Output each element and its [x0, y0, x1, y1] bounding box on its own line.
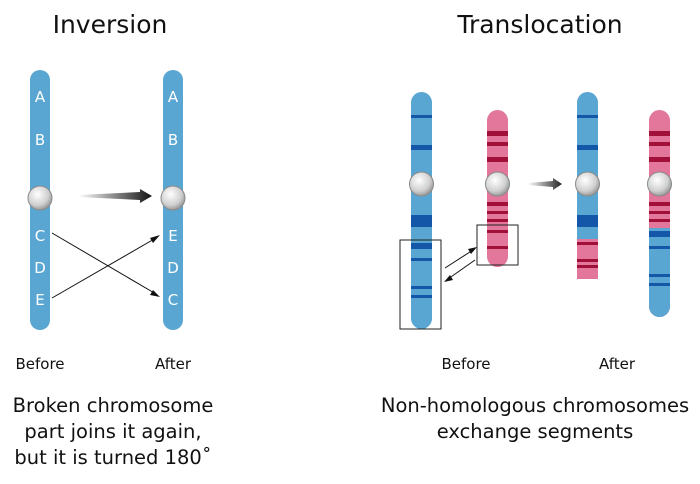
- translocation-before-label: Before: [431, 355, 501, 373]
- centromere-icon: [410, 172, 434, 196]
- caption-line: but it is turned 180˚: [0, 445, 226, 471]
- gene-label: A: [35, 88, 46, 106]
- centromere-icon: [28, 186, 52, 210]
- inversion-after-chromosome: A B E D C: [161, 70, 185, 330]
- caption-line: part joins it again,: [0, 419, 226, 445]
- caption-line: Non-homologous chromosomes: [370, 393, 700, 419]
- gene-label: E: [168, 227, 177, 245]
- gene-label: C: [168, 291, 178, 309]
- gene-label: D: [34, 259, 46, 277]
- gene-label: E: [35, 291, 44, 309]
- inversion-caption: Broken chromosome part joins it again, b…: [0, 393, 226, 471]
- centromere-icon: [161, 186, 185, 210]
- inversion-before-label: Before: [5, 355, 75, 373]
- caption-line: Broken chromosome: [0, 393, 226, 419]
- gene-label: C: [35, 227, 45, 245]
- gene-label: D: [167, 259, 179, 277]
- centromere-icon: [576, 172, 600, 196]
- inversion-cross-arrows-icon: [52, 233, 160, 298]
- translocation-after-pink-chromosome: [648, 110, 672, 317]
- translocation-before-blue-chromosome: [410, 92, 434, 329]
- exchange-arrows-icon: [444, 247, 477, 282]
- caption-line: exchange segments: [370, 419, 700, 445]
- inversion-after-label: After: [138, 355, 208, 373]
- translocation-after-label: After: [582, 355, 652, 373]
- right-arrow-icon: [528, 178, 562, 190]
- right-arrow-icon: [78, 189, 152, 203]
- translocation-after-blue-chromosome: [576, 92, 600, 279]
- translocation-caption: Non-homologous chromosomes exchange segm…: [370, 393, 700, 445]
- centromere-icon: [648, 172, 672, 196]
- centromere-icon: [486, 172, 510, 196]
- gene-label: B: [35, 131, 45, 149]
- inversion-before-chromosome: A B C D E: [28, 70, 52, 330]
- gene-label: B: [168, 131, 178, 149]
- gene-label: A: [168, 88, 179, 106]
- translocation-before-pink-chromosome: [486, 110, 510, 267]
